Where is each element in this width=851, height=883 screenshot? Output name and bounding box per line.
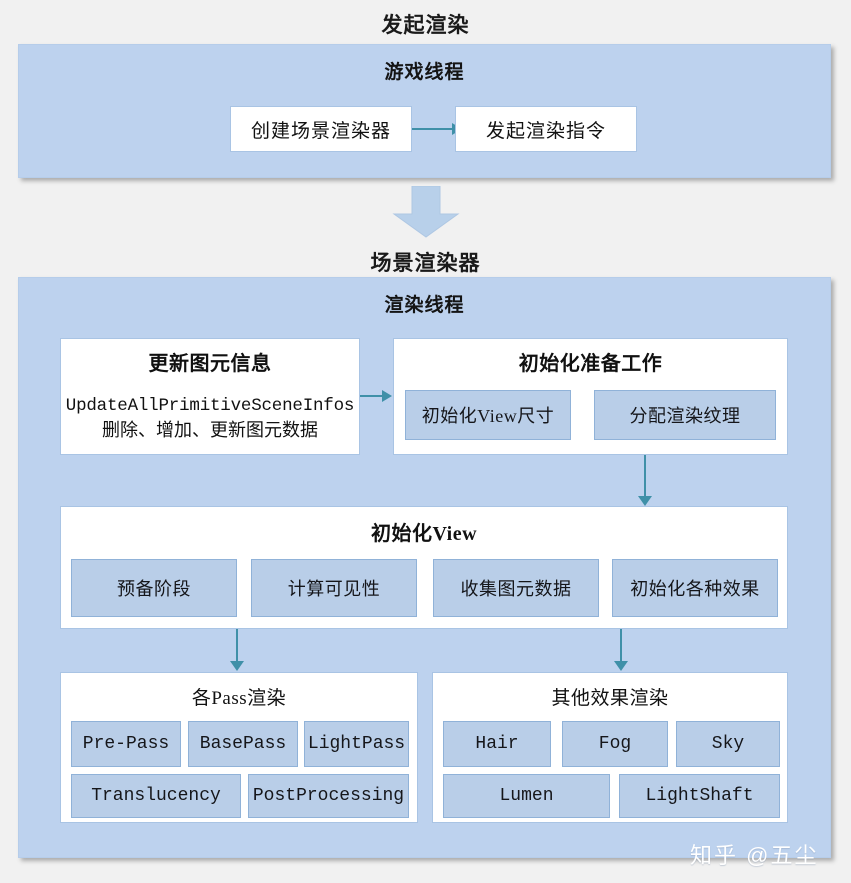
chip-label: 预备阶段 — [117, 579, 191, 599]
chip-fog[interactable]: Fog — [562, 721, 668, 767]
node-create-scene-renderer[interactable]: 创建场景渲染器 — [230, 106, 412, 152]
chip-allocate-render-texture[interactable]: 分配渲染纹理 — [594, 390, 776, 440]
panel-title-game-thread: 游戏线程 — [384, 62, 465, 83]
connector-line-init-prep-to-init-view — [644, 455, 646, 500]
chip-label: Translucency — [91, 786, 221, 806]
arrow-down-icon-pass-render — [230, 661, 244, 671]
chip-light-shaft[interactable]: LightShaft — [619, 774, 780, 818]
chip-sky[interactable]: Sky — [676, 721, 780, 767]
chip-pre-pass[interactable]: Pre-Pass — [71, 721, 181, 767]
arrow-down-icon-init-view — [638, 496, 652, 506]
group-title-pass-render: 各Pass渲染 — [191, 688, 287, 709]
chip-hair[interactable]: Hair — [443, 721, 551, 767]
chip-gather-primitive-data[interactable]: 收集图元数据 — [433, 559, 599, 617]
group-update-primitive-info[interactable]: 更新图元信息 UpdateAllPrimitiveSceneInfos 删除、增… — [60, 338, 360, 455]
chip-label: Pre-Pass — [82, 734, 170, 754]
chip-label: Hair — [475, 734, 519, 754]
connector-line-game-thread — [412, 128, 456, 130]
chip-label: 初始化View尺寸 — [421, 406, 555, 426]
node-label: 创建场景渲染器 — [250, 120, 391, 142]
section-title-initiate-render: 发起渲染 — [381, 13, 470, 37]
group-title-init-preparation: 初始化准备工作 — [518, 353, 663, 375]
section-title-scene-renderer: 场景渲染器 — [370, 251, 481, 275]
chip-base-pass[interactable]: BasePass — [188, 721, 298, 767]
chip-label: LightShaft — [645, 786, 754, 806]
watermark-zhihu: 知乎 @五尘 — [690, 843, 819, 868]
chip-label: Fog — [598, 734, 632, 754]
connector-line-init-view-to-pass — [236, 629, 238, 665]
chip-label: 初始化各种效果 — [630, 579, 760, 599]
chip-label: PostProcessing — [252, 786, 405, 806]
chip-light-pass[interactable]: LightPass — [304, 721, 409, 767]
chip-lumen[interactable]: Lumen — [443, 774, 610, 818]
arrow-right-icon-update-to-init — [382, 390, 392, 402]
update-primitive-function-name: UpdateAllPrimitiveSceneInfos — [65, 396, 355, 416]
group-title-other-effects-render: 其他效果渲染 — [551, 688, 669, 709]
chip-label: Sky — [711, 734, 745, 754]
chip-init-view-size[interactable]: 初始化View尺寸 — [405, 390, 571, 440]
chip-label: Lumen — [499, 786, 554, 806]
chip-post-processing[interactable]: PostProcessing — [248, 774, 409, 818]
chip-label: 计算可见性 — [287, 579, 381, 599]
connector-line-update-to-init — [360, 395, 386, 397]
group-title-init-view: 初始化View — [370, 523, 478, 545]
chip-label: 收集图元数据 — [460, 579, 572, 599]
panel-game-thread: 游戏线程 — [18, 44, 831, 178]
node-label: 发起渲染指令 — [485, 120, 606, 142]
node-issue-render-command[interactable]: 发起渲染指令 — [455, 106, 637, 152]
big-down-arrow-icon — [392, 185, 460, 238]
connector-line-init-view-to-effects — [620, 629, 622, 665]
chip-compute-visibility[interactable]: 计算可见性 — [251, 559, 417, 617]
chip-prepare-stage[interactable]: 预备阶段 — [71, 559, 237, 617]
group-title-update-primitive-info: 更新图元信息 — [148, 353, 272, 375]
update-primitive-description: 删除、增加、更新图元数据 — [102, 420, 318, 440]
panel-title-render-thread: 渲染线程 — [384, 295, 465, 316]
chip-init-effects[interactable]: 初始化各种效果 — [612, 559, 778, 617]
chip-label: LightPass — [307, 734, 406, 754]
chip-label: 分配渲染纹理 — [629, 406, 741, 426]
chip-label: BasePass — [199, 734, 287, 754]
arrow-down-icon-other-effects — [614, 661, 628, 671]
chip-translucency[interactable]: Translucency — [71, 774, 241, 818]
